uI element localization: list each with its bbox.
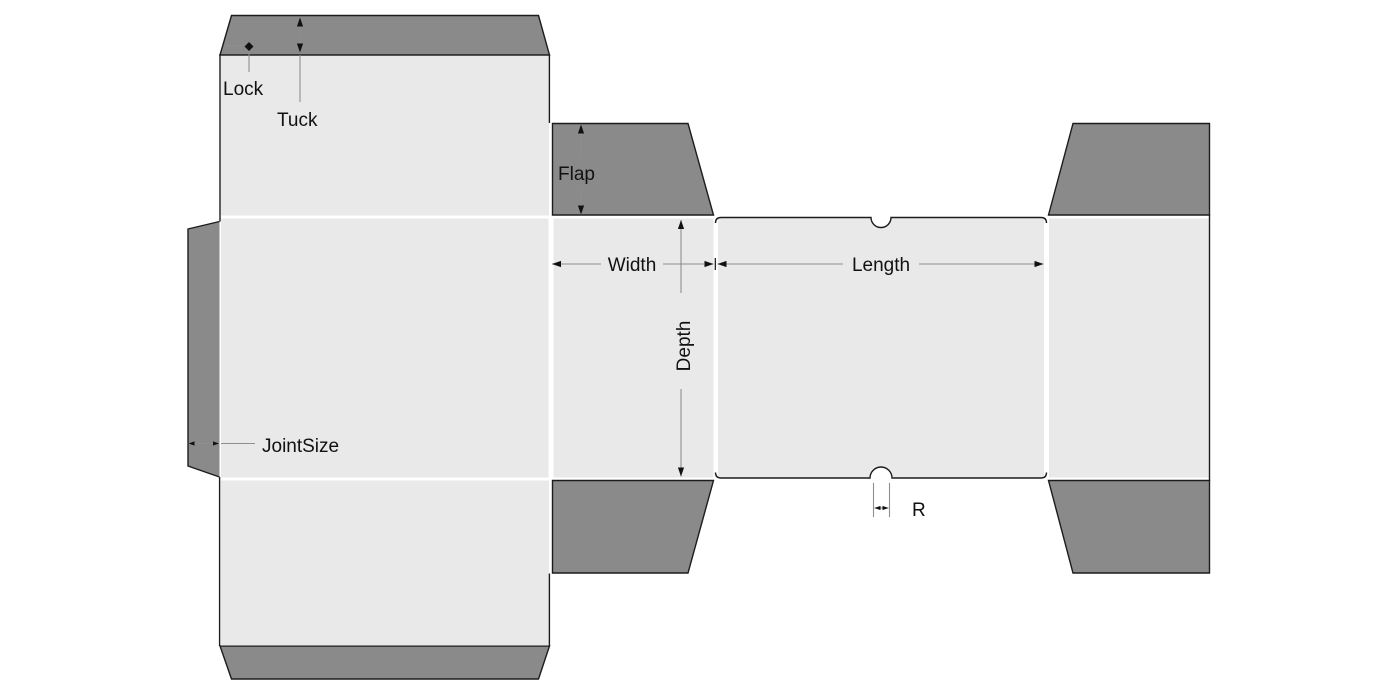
width-label: Width	[608, 255, 657, 276]
side-panel-right	[1049, 218, 1210, 478]
dim-radius: R	[872, 483, 926, 521]
front-panel-top-edge	[714, 216, 1048, 229]
lock-label: Lock	[223, 79, 264, 100]
side-panel-left	[553, 218, 714, 478]
glue-joint-flap	[187, 220, 220, 478]
front-panel-bottom-edge	[714, 466, 1048, 479]
radius-label: R	[912, 500, 926, 521]
thumb-notch-top	[871, 217, 891, 228]
dust-flap-top-left	[551, 122, 715, 216]
dimensions: Lock Tuck Flap Width Length	[188, 17, 1044, 521]
thumb-notch-bottom	[870, 467, 892, 478]
flaps	[187, 14, 1211, 680]
dim-length: Length	[717, 255, 1044, 276]
tuck-flap-bottom	[219, 645, 551, 680]
dim-depth: Depth	[674, 220, 695, 477]
dim-lock: Lock	[223, 42, 264, 100]
dim-tuck: Tuck	[277, 17, 318, 131]
depth-label: Depth	[674, 321, 695, 372]
length-label: Length	[852, 255, 910, 276]
dust-flap-bottom-right	[1047, 479, 1211, 574]
top-closure-panel	[221, 56, 549, 216]
back-panel	[221, 218, 549, 478]
dim-width: Width	[552, 255, 716, 276]
lock-diamond-marker	[244, 42, 254, 51]
joint-size-label: JointSize	[262, 436, 339, 457]
dim-joint-size: JointSize	[188, 436, 339, 457]
bottom-closure-panel	[221, 480, 549, 646]
front-panel	[718, 217, 1044, 478]
dim-flap: Flap	[558, 124, 595, 215]
flap-label: Flap	[558, 164, 595, 185]
cut-edges	[218, 54, 1211, 646]
dust-flap-top-right	[1047, 122, 1211, 216]
panels	[221, 56, 1210, 646]
tuck-label: Tuck	[277, 110, 318, 131]
dust-flap-bottom-left	[551, 479, 715, 574]
tuck-flap-top	[219, 14, 551, 56]
